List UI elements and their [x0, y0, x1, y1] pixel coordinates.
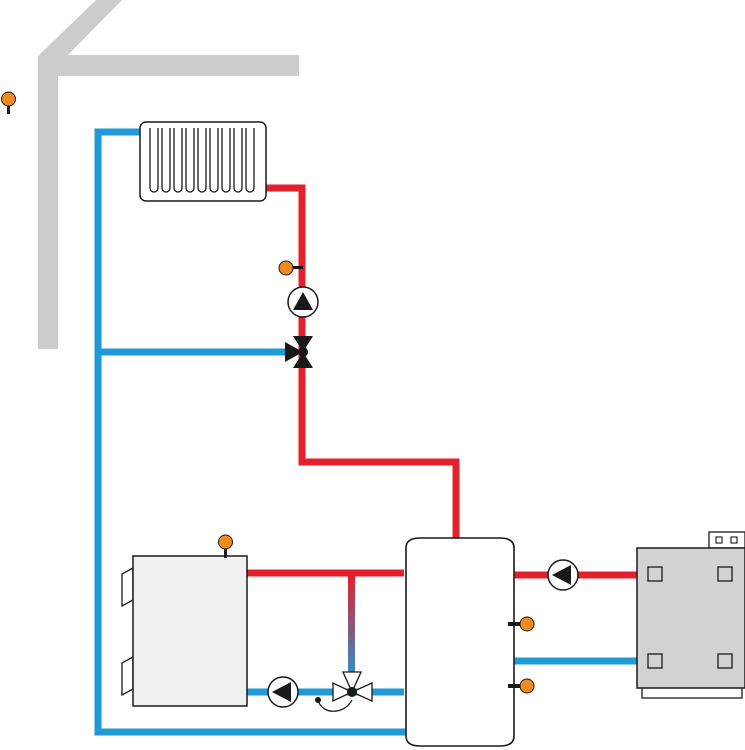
- heating-circuit-sensor: [278, 260, 303, 276]
- heat-pump: [636, 531, 745, 699]
- boiler-sensor: [218, 534, 233, 558]
- heating-mixing-valve: [285, 336, 313, 368]
- radiator: [139, 121, 267, 202]
- return-boost-valve: [315, 671, 373, 712]
- building-wall: [38, 0, 299, 349]
- buffer-tank: [405, 537, 515, 747]
- boiler-bypass-pipe: [348, 575, 355, 685]
- heat-pump-pump: [547, 559, 579, 591]
- heating-circuit-pump: [287, 286, 319, 318]
- outdoor-sensor: [1, 91, 16, 114]
- boiler-pump: [267, 676, 299, 708]
- solid-fuel-boiler: [121, 555, 248, 707]
- supply-pipe-heating: [265, 184, 460, 538]
- return-pipe-main: [94, 128, 406, 736]
- tank-sensor-lower: [508, 678, 535, 694]
- supply-pipes: [247, 184, 656, 579]
- tank-sensor-upper: [508, 616, 535, 632]
